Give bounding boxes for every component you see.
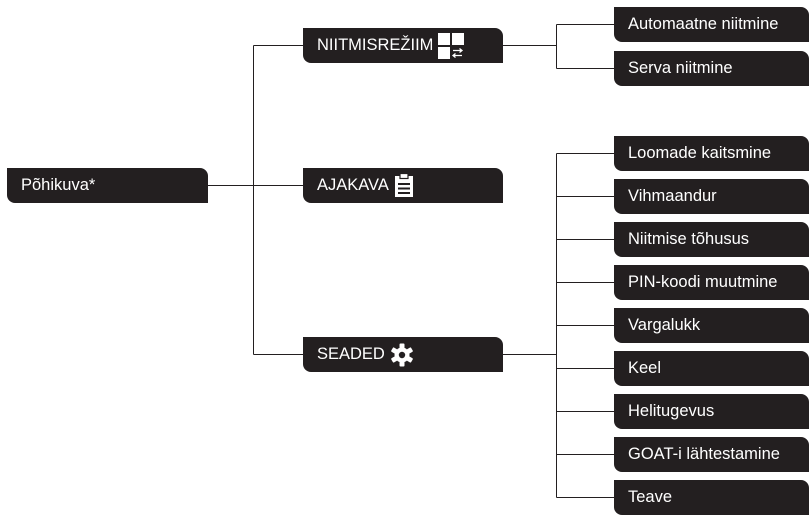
leaf-node-pin-change[interactable]: PIN-koodi muutmine	[614, 265, 809, 300]
category-label: SEADED	[317, 345, 385, 364]
mowing-mode-icon	[438, 32, 465, 59]
gear-icon	[390, 343, 414, 367]
leaf-label: Vihmaandur	[628, 187, 717, 206]
category-node-mowing-mode[interactable]: NIITMISREŽIIM	[303, 28, 503, 63]
leaf-node-edge-mowing[interactable]: Serva niitmine	[614, 51, 809, 86]
leaf-label: Serva niitmine	[628, 59, 733, 78]
category-node-settings[interactable]: SEADED	[303, 337, 503, 372]
leaf-label: Automaatne niitmine	[628, 15, 779, 34]
leaf-node-mowing-efficiency[interactable]: Niitmise tõhusus	[614, 222, 809, 257]
leaf-node-language[interactable]: Keel	[614, 351, 809, 386]
leaf-node-goat-reset[interactable]: GOAT-i lähtestamine	[614, 437, 809, 472]
schedule-clipboard-icon	[394, 173, 414, 198]
leaf-label: Vargalukk	[628, 316, 701, 335]
leaf-node-automatic-mowing[interactable]: Automaatne niitmine	[614, 7, 809, 42]
leaf-label: GOAT-i lähtestamine	[628, 445, 780, 464]
leaf-node-rain-sensor[interactable]: Vihmaandur	[614, 179, 809, 214]
leaf-node-volume[interactable]: Helitugevus	[614, 394, 809, 429]
leaf-label: PIN-koodi muutmine	[628, 273, 778, 292]
category-node-schedule[interactable]: AJAKAVA	[303, 168, 503, 203]
leaf-label: Keel	[628, 359, 662, 378]
root-node-pohikuva[interactable]: Põhikuva*	[7, 168, 208, 203]
leaf-label: Loomade kaitsmine	[628, 144, 772, 163]
leaf-label: Helitugevus	[628, 402, 715, 421]
leaf-label: Teave	[628, 488, 673, 507]
root-node-label: Põhikuva*	[21, 176, 96, 195]
leaf-node-animal-protection[interactable]: Loomade kaitsmine	[614, 136, 809, 171]
leaf-label: Niitmise tõhusus	[628, 230, 750, 249]
category-label: NIITMISREŽIIM	[317, 36, 434, 55]
category-label: AJAKAVA	[317, 176, 389, 195]
leaf-node-anti-theft-lock[interactable]: Vargalukk	[614, 308, 809, 343]
leaf-node-info[interactable]: Teave	[614, 480, 809, 515]
